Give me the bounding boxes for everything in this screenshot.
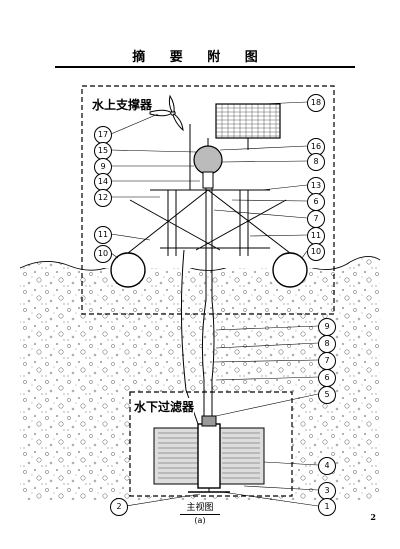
pump-housing	[193, 145, 223, 175]
filter-cartridge	[153, 415, 265, 493]
left-float	[110, 252, 146, 288]
page-number: 2	[370, 512, 376, 522]
callout-right-6: 6	[307, 193, 325, 211]
callout-right-7-lower: 7	[318, 352, 336, 370]
title-rule	[55, 66, 355, 68]
callout-right-10: 10	[307, 243, 325, 261]
callout-right-8: 8	[307, 153, 325, 171]
left-leaders	[110, 113, 201, 507]
page-title: 摘 要 附 图	[132, 50, 268, 65]
callout-left-2: 2	[110, 498, 128, 516]
callout-right-8-lower: 8	[318, 335, 336, 353]
callout-right-6-lower: 6	[318, 369, 336, 387]
right-float	[272, 252, 308, 288]
right-leaders	[213, 101, 319, 507]
callout-left-9: 9	[94, 158, 112, 176]
callout-right-4: 4	[318, 457, 336, 475]
callout-left-12: 12	[94, 189, 112, 207]
callout-right-1: 1	[318, 498, 336, 516]
wind-turbine-rotor	[149, 94, 184, 132]
view-caption-sub: (a)	[194, 516, 206, 525]
callout-right-7: 7	[307, 210, 325, 228]
water-surface	[19, 256, 381, 271]
callout-left-11: 11	[94, 226, 112, 244]
callout-right-9-lower: 9	[318, 318, 336, 336]
view-caption: 主视图	[186, 503, 214, 513]
caption-rule	[180, 514, 220, 515]
solar-panel	[215, 103, 281, 139]
lower-filter-label: 水下过滤器	[134, 398, 195, 415]
callout-left-10: 10	[94, 245, 112, 263]
support-struts	[127, 189, 291, 256]
callout-right-5: 5	[318, 386, 336, 404]
upper-support-label: 水上支撑器	[92, 98, 153, 112]
pipes	[180, 138, 215, 425]
callout-right-18: 18	[307, 94, 325, 112]
